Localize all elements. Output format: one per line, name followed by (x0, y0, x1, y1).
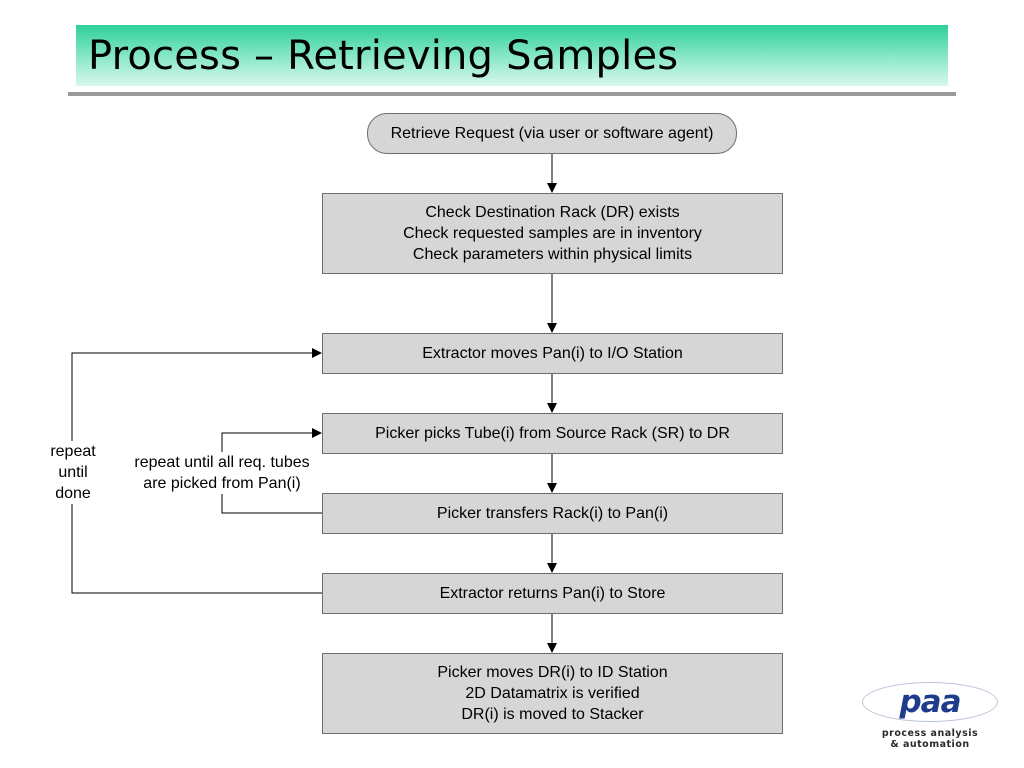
outer-loop-label: repeat until done (38, 441, 108, 504)
inner-loop-label: repeat until all req. tubes are picked f… (118, 452, 326, 494)
logo-oval: paa (862, 682, 998, 722)
logo-tagline: process analysis & automation (881, 728, 979, 750)
extractor-moves-node: Extractor moves Pan(i) to I/O Station (322, 333, 783, 374)
title-divider (68, 92, 956, 96)
picker-picks-node: Picker picks Tube(i) from Source Rack (S… (322, 413, 783, 454)
start-node: Retrieve Request (via user or software a… (367, 113, 737, 154)
title-bar: Process – Retrieving Samples (76, 25, 948, 86)
logo-mark: paa (899, 684, 961, 720)
slide-title: Process – Retrieving Samples (88, 33, 679, 79)
company-logo: paa process analysis & automation (862, 682, 1000, 752)
picker-transfers-node: Picker transfers Rack(i) to Pan(i) (322, 493, 783, 534)
check-node: Check Destination Rack (DR) exists Check… (322, 193, 783, 274)
final-node: Picker moves DR(i) to ID Station 2D Data… (322, 653, 783, 734)
extractor-returns-node: Extractor returns Pan(i) to Store (322, 573, 783, 614)
